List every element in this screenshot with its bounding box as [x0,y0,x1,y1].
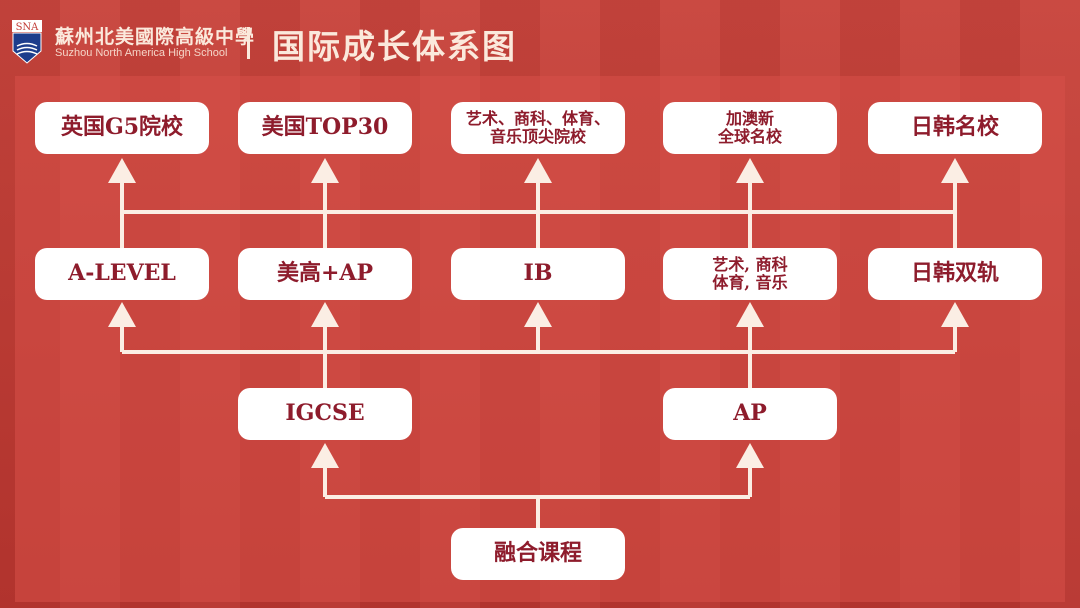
program-arts: 艺术, 商科体育, 音乐 [663,248,837,300]
arrow-head-icon [311,302,339,327]
program-a-level: A-LEVEL [35,248,209,300]
svg-text:SNA: SNA [16,22,40,33]
arrow-head-icon [941,158,969,183]
destination-japan-korea: 日韩名校 [868,102,1042,154]
destination-global: 加澳新全球名校 [663,102,837,154]
box-label: 英国G5院校 [60,114,184,141]
arrow-head-icon [941,302,969,327]
box-label: 体育, 音乐 [712,273,788,292]
school-logo: SNA [12,20,42,64]
box-label: 音乐顶尖院校 [489,127,586,146]
arrow-head-icon [736,158,764,183]
program-ib: IB [451,248,625,300]
box-label: IB [523,260,553,287]
destination-arts-business: 艺术、商科、体育、音乐顶尖院校 [451,102,625,154]
header: SNA 蘇州北美國際高級中學 Suzhou North America High… [0,0,1080,76]
box-label: 日韩双轨 [910,260,999,287]
box-label: 融合课程 [493,540,582,567]
foundation-igcse: IGCSE [238,388,412,440]
box-label: A-LEVEL [68,260,176,287]
arrow-head-icon [108,302,136,327]
arrow-head-icon [736,302,764,327]
root-integrated-curriculum: 融合课程 [451,528,625,580]
box-label: IGCSE [285,400,365,427]
foundation-ap: AP [663,388,837,440]
box-label: 加澳新 [725,108,774,128]
box-label: AP [733,400,767,427]
arrow-head-icon [311,158,339,183]
box-label: 美高+AP [276,260,374,287]
divider [247,27,250,59]
box-label: 美国TOP30 [261,114,389,141]
box-label: 艺术、商科、体育、 [465,108,610,128]
arrow-head-icon [524,158,552,183]
destination-uk-g5: 英国G5院校 [35,102,209,154]
destination-us-top30: 美国TOP30 [238,102,412,154]
page-title: 国际成长体系图 [272,27,517,66]
box-label: 日韩名校 [910,114,999,141]
program-japan-korea: 日韩双轨 [868,248,1042,300]
school-name-cn: 蘇州北美國際高級中學 [55,26,256,48]
arrow-head-icon [524,302,552,327]
arrow-head-icon [108,158,136,183]
arrow-head-icon [736,443,764,468]
box-label: 艺术, 商科 [712,254,788,274]
program-us-ap: 美高+AP [238,248,412,300]
arrow-head-icon [311,443,339,468]
school-name-en: Suzhou North America High School [55,47,228,59]
box-label: 全球名校 [717,127,782,146]
